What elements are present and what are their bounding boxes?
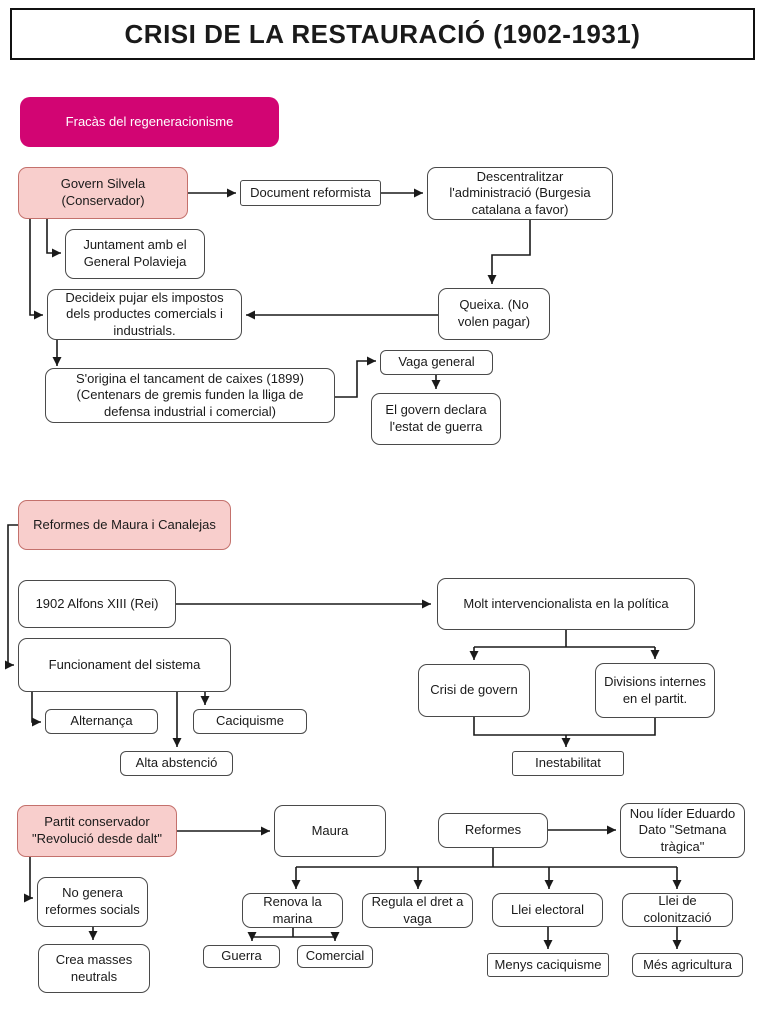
node-alta-abstencio: Alta abstenció [120,751,233,776]
node-comercial: Comercial [297,945,373,968]
node-partit-conservador: Partit conservador "Revolució desde dalt… [17,805,177,857]
node-no-genera-reformes: No genera reformes socials [37,877,148,927]
node-estat-de-guerra: El govern declara l'estat de guerra [371,393,501,445]
node-fracas-regeneracionisme: Fracàs del regeneracionisme [20,97,279,147]
node-molt-intervencionalista: Molt intervencionalista en la política [437,578,695,630]
node-descentralitzar: Descentralitzar l'administració (Burgesi… [427,167,613,220]
node-inestabilitat: Inestabilitat [512,751,624,776]
node-guerra: Guerra [203,945,280,968]
node-document-reformista: Document reformista [240,180,381,206]
node-llei-colonitzacio: Llei de colonització [622,893,733,927]
node-alternanca: Alternança [45,709,158,734]
node-tancament-caixes: S'origina el tancament de caixes (1899) … [45,368,335,423]
node-reformes-maura-canalejas: Reformes de Maura i Canalejas [18,500,231,550]
node-nou-lider-dato: Nou líder Eduardo Dato "Setmana tràgica" [620,803,745,858]
page-title: CRISI DE LA RESTAURACIÓ (1902-1931) [10,8,755,60]
node-decideix-impostos: Decideix pujar els impostos dels product… [47,289,242,340]
node-vaga-general: Vaga general [380,350,493,375]
node-crisi-de-govern: Crisi de govern [418,664,530,717]
node-mes-agricultura: Més agricultura [632,953,743,977]
node-alfons-xiii: 1902 Alfons XIII (Rei) [18,580,176,628]
node-reformes: Reformes [438,813,548,848]
node-maura: Maura [274,805,386,857]
node-juntament-polavieja: Juntament amb el General Polavieja [65,229,205,279]
node-queixa: Queixa. (No volen pagar) [438,288,550,340]
node-menys-caciquisme: Menys caciquisme [487,953,609,977]
node-renova-la-marina: Renova la marina [242,893,343,928]
node-caciquisme: Caciquisme [193,709,307,734]
node-govern-silvela: Govern Silvela (Conservador) [18,167,188,219]
node-regula-dret-vaga: Regula el dret a vaga [362,893,473,928]
node-divisions-internes: Divisions internes en el partit. [595,663,715,718]
node-funcionament-sistema: Funcionament del sistema [18,638,231,692]
node-llei-electoral: Llei electoral [492,893,603,927]
node-crea-masses-neutrals: Crea masses neutrals [38,944,150,993]
